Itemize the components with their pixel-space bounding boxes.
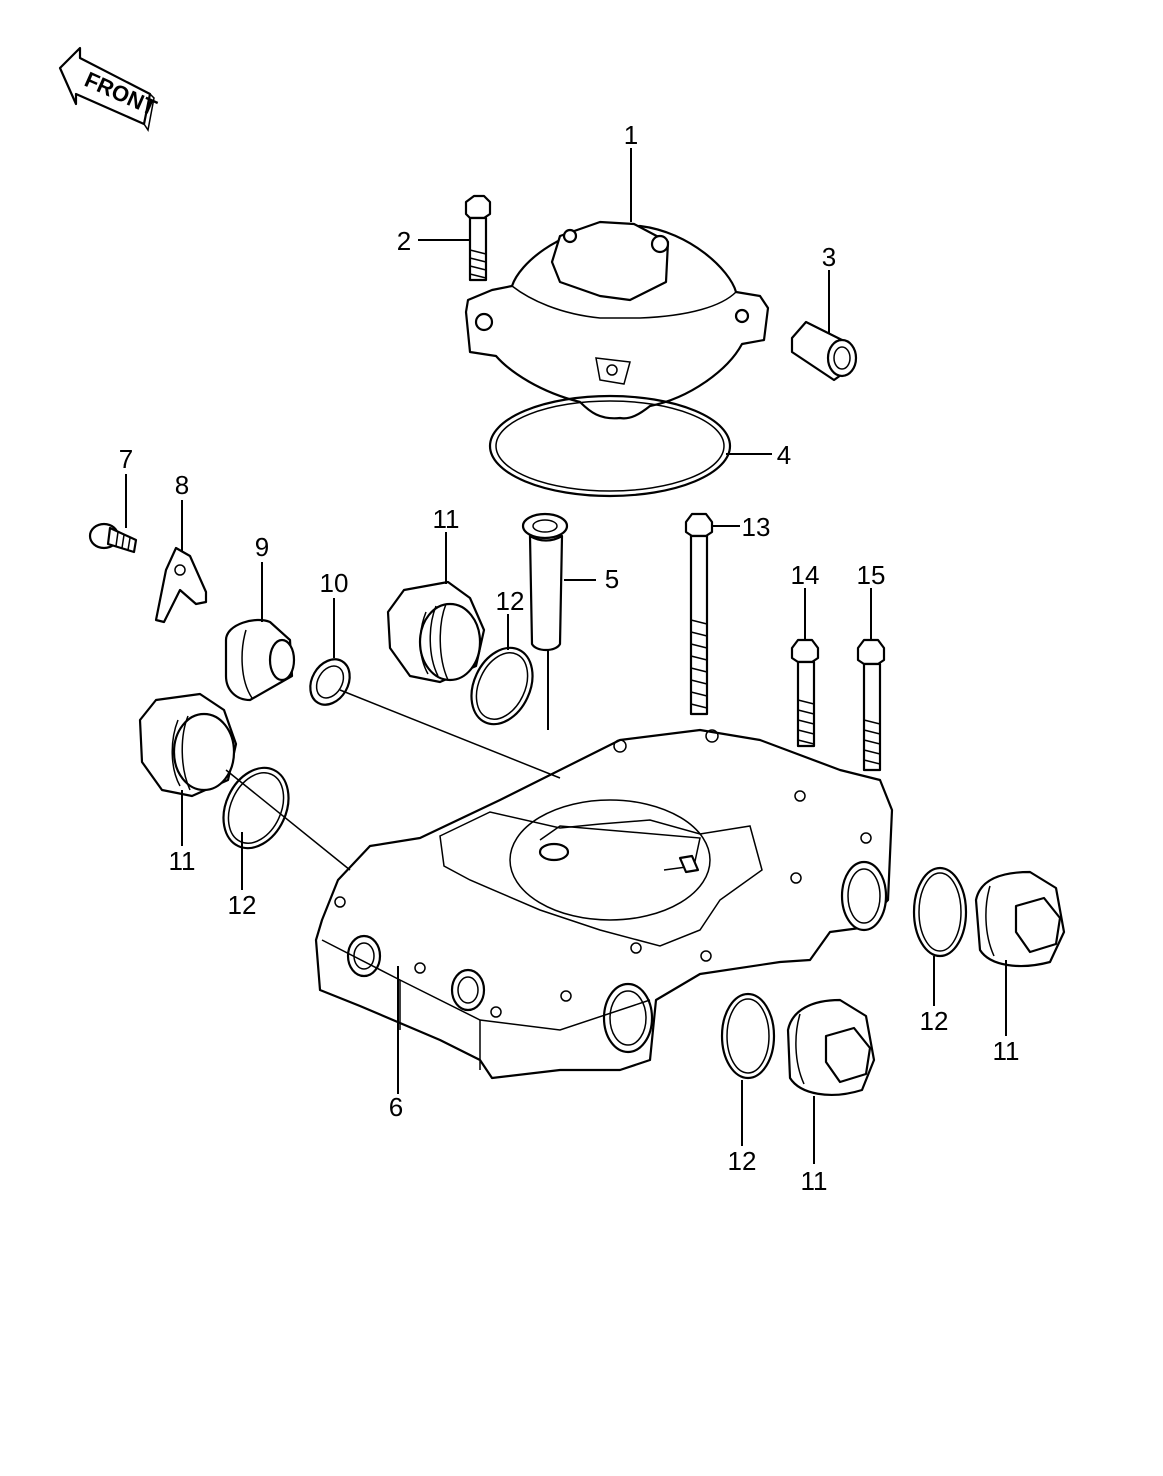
part-12-ring-upper bbox=[470, 646, 534, 726]
callout-2: 2 bbox=[397, 226, 411, 256]
callout-1: 1 bbox=[624, 120, 638, 150]
part-11-plug-upper bbox=[386, 580, 486, 684]
callout-13: 13 bbox=[742, 512, 771, 542]
part-12-ring-right bbox=[912, 866, 968, 958]
part-7-screw bbox=[88, 522, 138, 554]
part-11-plug-left bbox=[138, 692, 238, 798]
callout-15: 15 bbox=[857, 560, 886, 590]
callout-9: 9 bbox=[255, 532, 269, 562]
callout-11-right: 11 bbox=[993, 1036, 1020, 1066]
part-1-cover bbox=[464, 220, 770, 420]
part-12-ring-left bbox=[222, 766, 290, 850]
callout-10: 10 bbox=[320, 568, 349, 598]
part-11-plug-right bbox=[974, 870, 1066, 968]
callout-4: 4 bbox=[777, 440, 791, 470]
part-2-bolt bbox=[464, 194, 492, 282]
part-9-nipple bbox=[224, 618, 296, 702]
callout-11-upper: 11 bbox=[433, 504, 460, 534]
part-6-case bbox=[314, 728, 894, 1080]
part-11-plug-bottom bbox=[786, 998, 876, 1096]
part-14-bolt bbox=[790, 638, 820, 748]
callout-11-bottom: 11 bbox=[801, 1166, 828, 1196]
callout-labels: 1 2 3 4 5 6 7 8 9 10 11 11 11 11 12 12 1… bbox=[119, 120, 1020, 1196]
callout-5: 5 bbox=[605, 564, 619, 594]
part-4-gasket bbox=[488, 394, 732, 498]
callout-11-left: 11 bbox=[169, 846, 196, 876]
part-15-bolt bbox=[856, 638, 886, 772]
callout-14: 14 bbox=[791, 560, 820, 590]
part-8-bracket bbox=[154, 546, 208, 624]
callout-12-right: 12 bbox=[920, 1006, 949, 1036]
callout-6: 6 bbox=[389, 1092, 403, 1122]
callout-12-bottom: 12 bbox=[728, 1146, 757, 1176]
callout-3: 3 bbox=[822, 242, 836, 272]
leader-lines bbox=[125, 148, 1007, 1164]
callout-12-left: 12 bbox=[228, 890, 257, 920]
part-10-washer bbox=[309, 658, 351, 706]
part-3-collar bbox=[790, 320, 858, 382]
part-13-long-bolt bbox=[684, 512, 714, 716]
part-12-ring-bottom bbox=[720, 992, 776, 1080]
callout-7: 7 bbox=[119, 444, 133, 474]
callout-8: 8 bbox=[175, 470, 189, 500]
part-5-pipe bbox=[521, 512, 569, 652]
front-arrow-badge: FRONT bbox=[58, 46, 161, 132]
callout-12-upper: 12 bbox=[496, 586, 525, 616]
